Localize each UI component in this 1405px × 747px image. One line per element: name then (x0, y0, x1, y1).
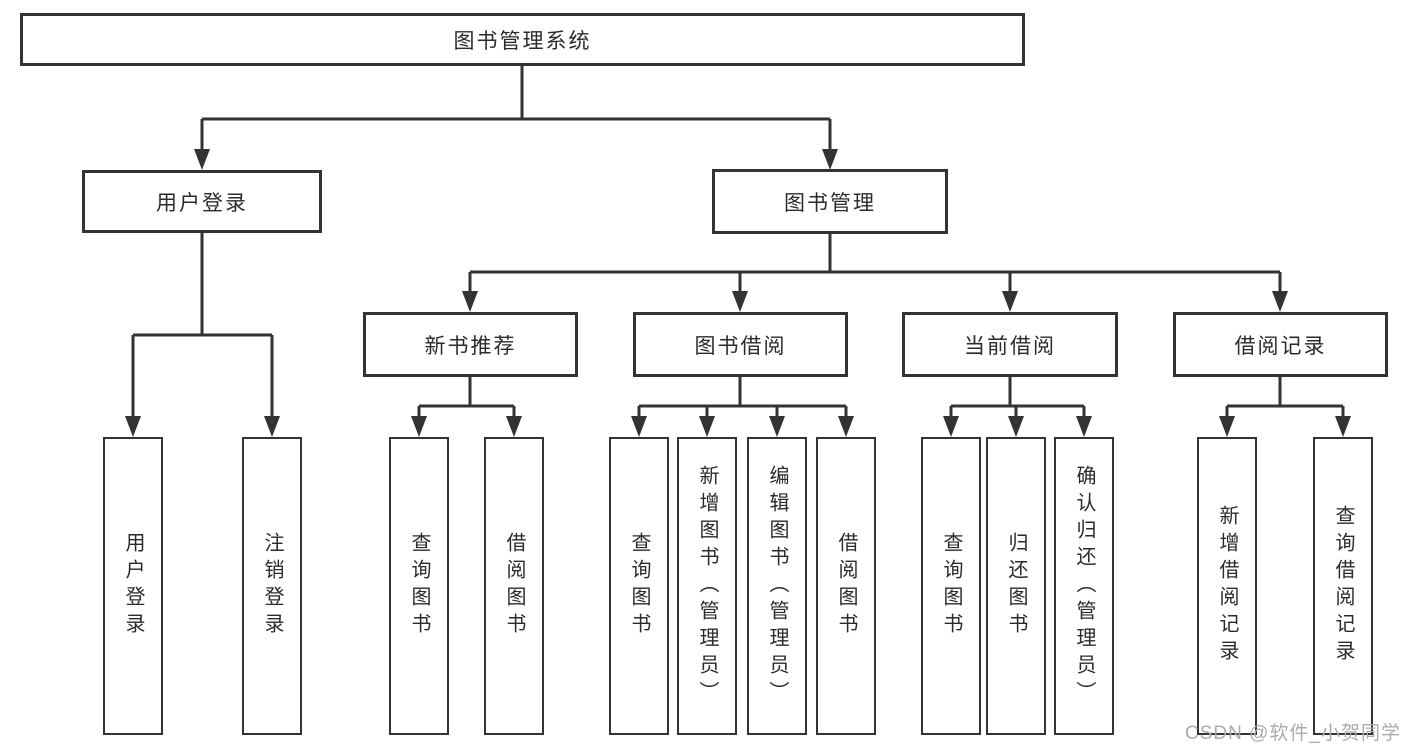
node-leaf-return-book: 归还图书 (986, 437, 1046, 735)
node-new-book-recommend: 新书推荐 (363, 312, 578, 377)
csdn-watermark: CSDN @软件_小贺同学 (1185, 723, 1401, 744)
leaf-label: 确认归还（管理员） (1073, 464, 1095, 708)
node-leaf-query-books-1: 查询图书 (389, 437, 449, 735)
node-leaf-confirm-return-admin: 确认归还（管理员） (1054, 437, 1114, 735)
leaf-label: 注销登录 (261, 532, 283, 640)
leaf-label: 新增借阅记录 (1216, 505, 1238, 667)
node-leaf-add-book-admin: 新增图书（管理员） (677, 437, 737, 735)
node-book-borrow: 图书借阅 (633, 312, 848, 377)
leaf-label: 编辑图书（管理员） (766, 464, 788, 708)
arrow-heads (125, 149, 1351, 437)
node-book-management: 图书管理 (712, 169, 948, 234)
leaf-label: 查询图书 (940, 532, 962, 640)
leaf-label: 查询图书 (408, 532, 430, 640)
node-leaf-query-borrow-record: 查询借阅记录 (1313, 437, 1373, 735)
node-leaf-borrow-books-2: 借阅图书 (816, 437, 876, 735)
node-user-login: 用户登录 (82, 170, 322, 233)
node-leaf-borrow-books-1: 借阅图书 (484, 437, 544, 735)
node-leaf-query-books-2: 查询图书 (609, 437, 669, 735)
leaf-label: 用户登录 (122, 532, 144, 640)
leaf-label: 借阅图书 (503, 532, 525, 640)
leaf-label: 查询借阅记录 (1332, 505, 1354, 667)
node-leaf-logout: 注销登录 (242, 437, 302, 735)
node-leaf-user-login: 用户登录 (103, 437, 163, 735)
node-leaf-add-borrow-record: 新增借阅记录 (1197, 437, 1257, 735)
leaf-label: 新增图书（管理员） (696, 464, 718, 708)
node-current-borrow: 当前借阅 (902, 312, 1118, 377)
node-leaf-query-books-3: 查询图书 (921, 437, 981, 735)
leaf-label: 查询图书 (628, 532, 650, 640)
leaf-label: 归还图书 (1005, 532, 1027, 640)
node-borrow-records: 借阅记录 (1173, 312, 1388, 377)
leaf-label: 借阅图书 (835, 532, 857, 640)
node-leaf-edit-book-admin: 编辑图书（管理员） (747, 437, 807, 735)
node-root: 图书管理系统 (20, 13, 1025, 66)
